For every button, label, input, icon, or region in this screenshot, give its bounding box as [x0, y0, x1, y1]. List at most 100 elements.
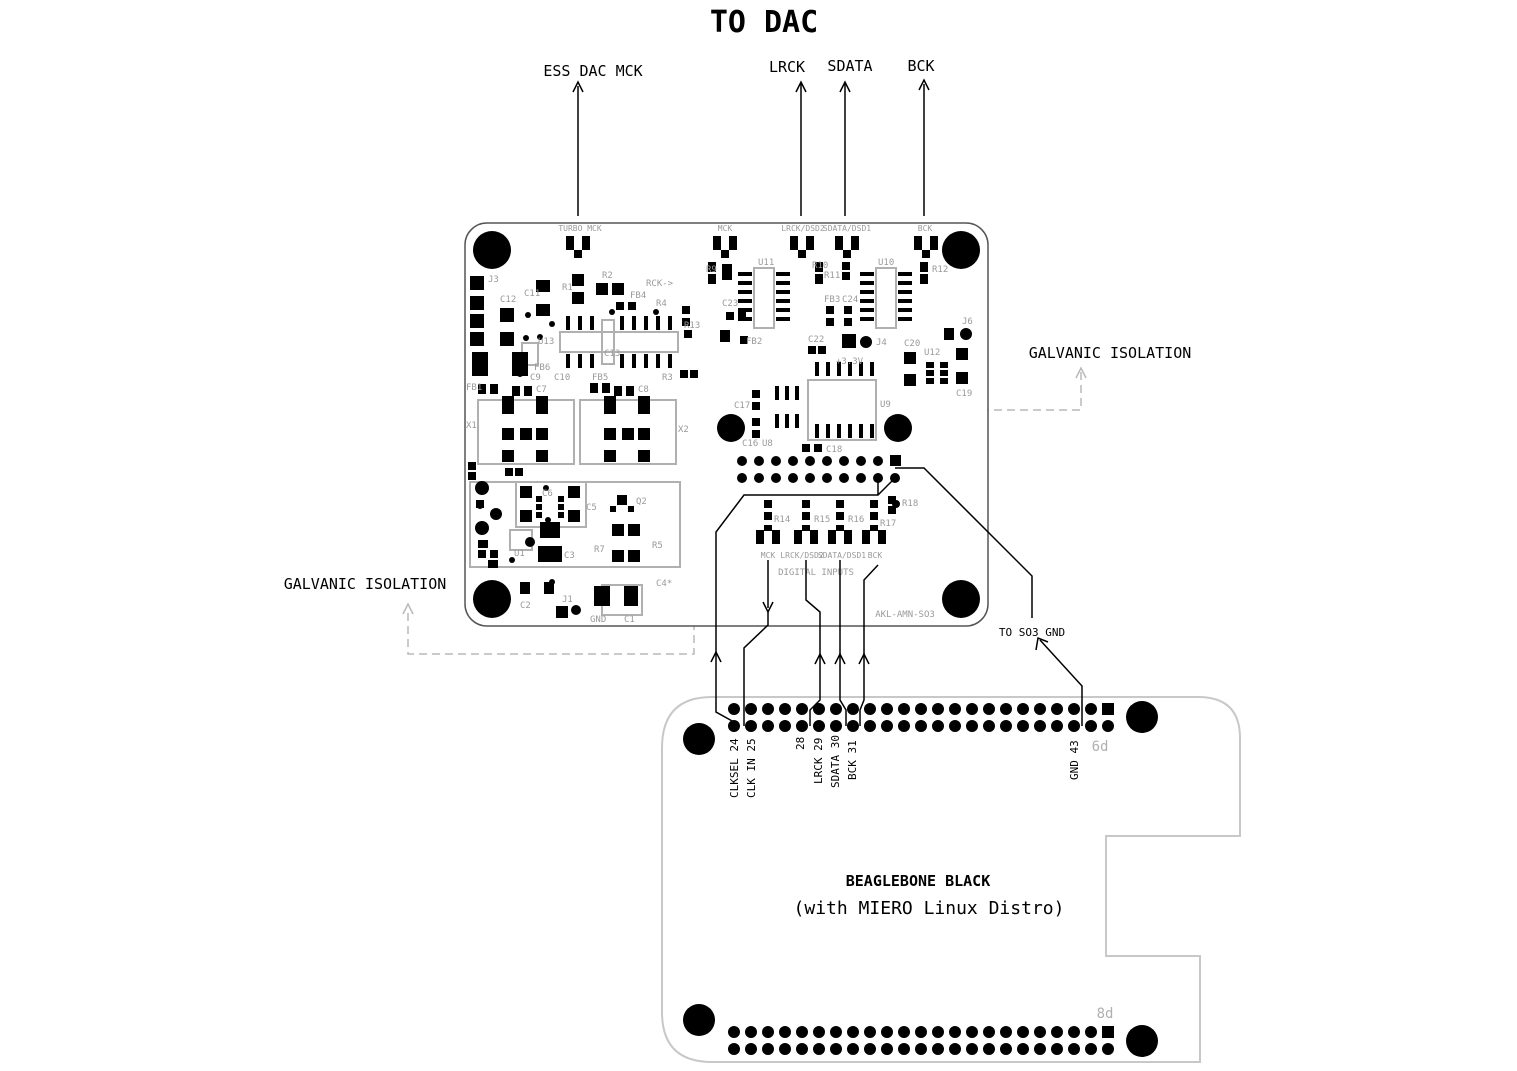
header-pin [1051, 1043, 1063, 1055]
header-pin [983, 1043, 995, 1055]
header-pin [1085, 1043, 1097, 1055]
component-label: R11 [824, 271, 840, 281]
diagram-title: TO DAC [710, 5, 818, 40]
component-label: R15 [814, 515, 830, 525]
component-label: R7 [594, 545, 605, 555]
component-label: Q2 [636, 497, 647, 507]
header-pin [796, 720, 808, 732]
pin-label: SDATA 30 [829, 735, 842, 788]
component-label: U10 [878, 258, 894, 268]
header-pin [1000, 720, 1012, 732]
component-label: R14 [774, 515, 790, 525]
header-pin [813, 703, 825, 715]
header-pin [830, 1043, 842, 1055]
header-pin [779, 720, 791, 732]
component-label: C5 [586, 503, 597, 513]
pin-label: CLKSEL 24 [728, 738, 741, 798]
mount-hole [683, 723, 715, 755]
component-label: C19 [956, 389, 972, 399]
connector-label: LRCK/DSD2 [781, 224, 825, 233]
header-pin [847, 1043, 859, 1055]
component-label: C3 [564, 551, 575, 561]
header-pin [1017, 1026, 1029, 1038]
header-pin [1102, 1026, 1114, 1038]
component-label: R16 [848, 515, 864, 525]
mount-hole [473, 580, 511, 618]
mount-hole [683, 1004, 715, 1036]
header-pin [1068, 720, 1080, 732]
header-pin [966, 1043, 978, 1055]
component-label: R3 [662, 373, 673, 383]
mount-hole [717, 414, 745, 442]
header-pin [932, 703, 944, 715]
connector-label: SDATA/DSD1 [818, 551, 866, 560]
digital-inputs-label: DIGITAL INPUTS [778, 568, 854, 578]
header-pin [745, 1026, 757, 1038]
header-pin [728, 720, 740, 732]
component-label: R9 [706, 265, 717, 275]
header-pin [1017, 720, 1029, 732]
component-label: J3 [488, 275, 499, 285]
header-pin [864, 703, 876, 715]
header-pin [1102, 703, 1114, 715]
header-pin [983, 1026, 995, 1038]
component-label: C7 [536, 385, 547, 395]
header-pin [847, 1026, 859, 1038]
header-pin [813, 1043, 825, 1055]
header-pin [1051, 720, 1063, 732]
header-pin [830, 1026, 842, 1038]
header-label-bottom: 8d [1097, 1006, 1114, 1022]
header-pin [1034, 1043, 1046, 1055]
mount-hole [1126, 1025, 1158, 1057]
component-label: C17 [734, 401, 750, 411]
pin-label: LRCK 29 [812, 738, 825, 784]
component-label: R5 [652, 541, 663, 551]
component-label: FB6 [534, 363, 550, 373]
component-label: R12 [932, 265, 948, 275]
component-label: U1 [514, 549, 525, 559]
header-pin [1102, 1043, 1114, 1055]
header-pin [881, 1026, 893, 1038]
component-label: C23 [722, 299, 738, 309]
component-label: FB4 [630, 291, 646, 301]
header-pin [898, 720, 910, 732]
header-pin [762, 703, 774, 715]
header-pin [966, 720, 978, 732]
header-pin [728, 1043, 740, 1055]
component-label: R4 [656, 299, 667, 309]
header-pin [796, 703, 808, 715]
header-pin [1085, 720, 1097, 732]
header-pin [915, 1026, 927, 1038]
header-pin [1051, 1026, 1063, 1038]
beaglebone-board: 6d 8d BEAGLEBONE BLACK (with MIERO Linux… [661, 696, 1241, 1063]
signal-label-bck: BCK [907, 57, 934, 75]
beaglebone-title: BEAGLEBONE BLACK [846, 872, 991, 890]
component-label: U12 [924, 348, 940, 358]
header-pin [881, 703, 893, 715]
component-label: U11 [758, 258, 774, 268]
header-pin [762, 1043, 774, 1055]
top-signal-wires [572, 78, 930, 216]
header-label-top: 6d [1092, 739, 1109, 755]
header-pin [881, 1043, 893, 1055]
header-pin [813, 1026, 825, 1038]
header-pin [1068, 1043, 1080, 1055]
header-pin [983, 720, 995, 732]
header-pin [762, 720, 774, 732]
header-pin [1000, 703, 1012, 715]
component-labels: U11 U10 U9 U8 U12 U13 U1 X1 X2 Q2 J1 J3 … [466, 258, 973, 625]
connector-label: SDATA/DSD1 [823, 224, 871, 233]
component-label: +3.3V [836, 357, 864, 367]
mount-hole [942, 580, 980, 618]
mount-hole [884, 414, 912, 442]
mount-hole [1126, 701, 1158, 733]
header-pin [745, 720, 757, 732]
signal-label-lrck: LRCK [769, 58, 805, 76]
component-label: C4* [656, 579, 672, 589]
header-pin [915, 720, 927, 732]
isolator-board: TURBO MCK MCK LRCK/DSD2 SDATA/DSD1 BCK [464, 222, 989, 627]
header-pin [1034, 720, 1046, 732]
component-label: C22 [808, 335, 824, 345]
header-pin [1034, 1026, 1046, 1038]
